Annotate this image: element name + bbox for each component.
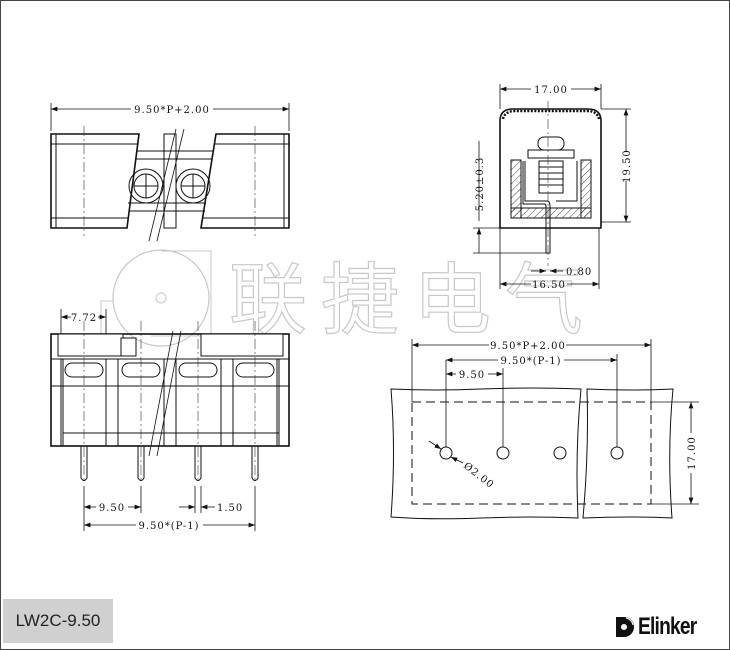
pcb-span-dim: 9.50*(P-1) xyxy=(501,356,562,367)
pcb-pitch-dim: 9.50 xyxy=(459,370,485,381)
top-view: 9.50*P+2.00 xyxy=(50,103,290,242)
side-pin-width-dim: 0.80 xyxy=(566,267,592,278)
side-width-dim: 17.00 xyxy=(534,85,568,96)
brand-name: Elinker xyxy=(638,613,697,640)
brand-logo-icon xyxy=(616,617,634,637)
pcb-holes xyxy=(439,446,624,460)
screw-icon xyxy=(128,168,164,204)
side-pin-length-dim: 5.20±0.3 xyxy=(475,157,486,212)
top-overall-dim: 9.50*P+2.00 xyxy=(134,105,210,116)
pcb-depth-dim: 17.00 xyxy=(687,436,698,470)
side-height-dim: 19.50 xyxy=(622,149,633,183)
watermark-text: 联捷电气 xyxy=(229,256,597,346)
front-pin-dim: 1.50 xyxy=(217,503,243,514)
front-view: 7.72 9.50 1.50 9.50*(P-1) xyxy=(50,309,290,532)
front-span-dim: 9.50*(P-1) xyxy=(139,521,200,532)
watermark: 联捷电气 xyxy=(100,249,597,347)
side-base-width-dim: 16.50 xyxy=(532,280,566,291)
front-offset-dim: 7.72 xyxy=(71,313,97,324)
front-pitch-dim: 9.50 xyxy=(99,503,125,514)
pins xyxy=(80,446,259,481)
pcb-hole-dim: Ø2.00 xyxy=(461,461,496,492)
side-view: 17.00 19.50 5.20±0.3 0.80 16.50 xyxy=(473,84,633,291)
model-label: LW2C-9.50 xyxy=(3,599,113,643)
pcb-footprint-view: 9.50*P+2.00 9.50*(P-1) 9.50 Ø2.00 17.00 xyxy=(390,339,699,520)
screw-icon xyxy=(175,168,211,204)
pcb-overall-dim: 9.50*P+2.00 xyxy=(490,341,566,352)
brand-logo: Elinker xyxy=(614,612,711,642)
